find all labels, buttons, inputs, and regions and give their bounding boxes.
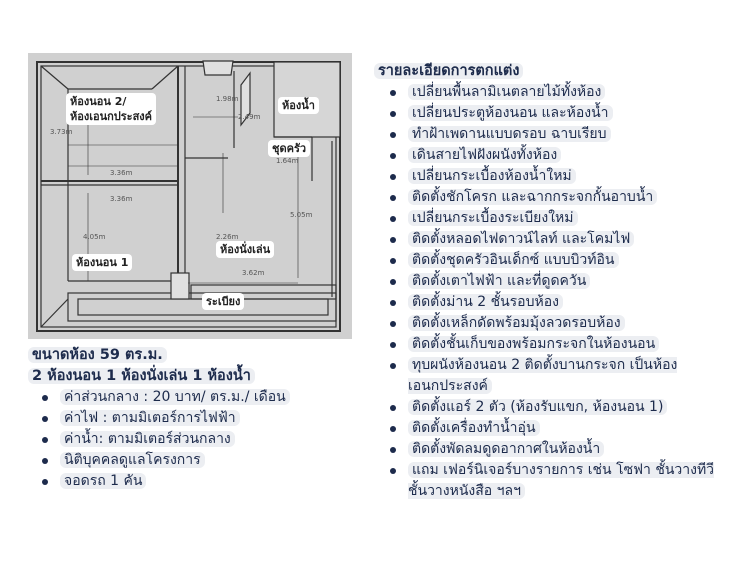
list-item: ทุบผนังห้องนอน 2 ติดตั้งบานกระจก เป็นห้อ… (384, 355, 729, 397)
room-label-bedroom2: ห้องนอน 2/ ห้องเอนกประสงค์ (66, 93, 157, 125)
list-item: นิติบุคคลดูแลโครงการ (36, 450, 366, 471)
list-item-text: เดินสายไฟฝังผนังทั้งห้อง (408, 147, 562, 163)
list-item-text: เปลี่ยนพื้นลามิเนตลายไม้ทั้งห้อง (408, 84, 606, 100)
list-item-text: จอดรถ 1 คัน (60, 473, 147, 489)
list-item: จอดรถ 1 คัน (36, 471, 366, 492)
list-item-text: เปลี่ยนกระเบื้องห้องน้ำใหม่ (408, 168, 576, 184)
dimension-label: 4.05m (83, 233, 106, 241)
list-item-text: ติดตั้งชุดครัวอินเด็กซ์ แบบบิวท์อิน (408, 252, 619, 268)
list-item-text: ติดตั้งเครื่องทำน้ำอุ่น (408, 420, 540, 436)
list-item-text: แถม เฟอร์นิเจอร์บางรายการ เช่น โซฟา ชั้น… (408, 462, 715, 499)
list-item: ติดตั้งชั้นเก็บของพร้อมกระจกในห้องนอน (384, 334, 729, 355)
list-item: แถม เฟอร์นิเจอร์บางรายการ เช่น โซฟา ชั้น… (384, 460, 729, 502)
list-item-text: ติดตั้งชั้นเก็บของพร้อมกระจกในห้องนอน (408, 336, 660, 352)
list-item: ติดตั้งพัดลมดูดอากาศในห้องน้ำ (384, 439, 729, 460)
list-item: ติดตั้งเตาไฟฟ้า และที่ดูดควัน (384, 271, 729, 292)
room-size-heading: ขนาดห้อง 59 ตร.ม. (28, 345, 167, 366)
list-item-text: ติดตั้งพัดลมดูดอากาศในห้องน้ำ (408, 441, 605, 457)
room-count-heading: 2 ห้องนอน 1 ห้องนั่งเล่น 1 ห้องน้ำ (28, 366, 255, 387)
room-label-living: ห้องนั่งเล่น (216, 241, 275, 258)
floor-plan: 1.98m 2.49m 1.64m 3.73m 3.36m 3.36m 4.05… (28, 53, 352, 339)
list-item: ติดตั้งหลอดไฟดาวน์ไลท์ และโคมไฟ (384, 229, 729, 250)
list-item: ติดตั้งแอร์ 2 ตัว (ห้องรับแขก, ห้องนอน 1… (384, 397, 729, 418)
list-item: เดินสายไฟฝังผนังทั้งห้อง (384, 145, 729, 166)
list-item: ค่าไฟ : ตามมิเตอร์การไฟฟ้า (36, 408, 366, 429)
list-item-text: ติดตั้งม่าน 2 ชั้นรอบห้อง (408, 294, 563, 310)
list-item-text: นิติบุคคลดูแลโครงการ (60, 452, 205, 468)
dimension-label: 3.73m (50, 128, 73, 136)
list-item-text: ทำฝ้าเพดานแบบดรอบ ฉาบเรียบ (408, 126, 611, 142)
list-item-text: ติดตั้งชักโครก และฉากกระจกกั้นอาบน้ำ (408, 189, 658, 205)
dimension-label: 3.36m (110, 169, 133, 177)
dimension-label: 2.49m (238, 113, 261, 121)
list-item: ติดตั้งชุดครัวอินเด็กซ์ แบบบิวท์อิน (384, 250, 729, 271)
list-item: ติดตั้งม่าน 2 ชั้นรอบห้อง (384, 292, 729, 313)
list-item: ติดตั้งเครื่องทำน้ำอุ่น (384, 418, 729, 439)
decoration-heading: รายละเอียดการตกแต่ง (374, 61, 524, 82)
dimension-label: 3.62m (242, 269, 265, 277)
dimension-label: 3.36m (110, 195, 133, 203)
list-item-text: เปลี่ยนประตูห้องนอน และห้องน้ำ (408, 105, 613, 121)
list-item: เปลี่ยนพื้นลามิเนตลายไม้ทั้งห้อง (384, 82, 729, 103)
room-label-bedroom1: ห้องนอน 1 (72, 254, 133, 271)
list-item-text: ติดตั้งแอร์ 2 ตัว (ห้องรับแขก, ห้องนอน 1… (408, 399, 668, 415)
list-item-text: ค่าไฟ : ตามมิเตอร์การไฟฟ้า (60, 410, 240, 426)
dimension-label: 1.64m (276, 157, 299, 165)
list-item-text: ติดตั้งเหล็กดัดพร้อมมุ้งลวดรอบห้อง (408, 315, 625, 331)
list-item-text: ค่าส่วนกลาง : 20 บาท/ ตร.ม./ เดือน (60, 389, 290, 405)
list-item-text: เปลี่ยนกระเบื้องระเบียงใหม่ (408, 210, 578, 226)
list-item-text: ติดตั้งหลอดไฟดาวน์ไลท์ และโคมไฟ (408, 231, 635, 247)
decoration-list: เปลี่ยนพื้นลามิเนตลายไม้ทั้งห้องเปลี่ยนป… (384, 82, 729, 502)
list-item: ทำฝ้าเพดานแบบดรอบ ฉาบเรียบ (384, 124, 729, 145)
list-item-text: ติดตั้งเตาไฟฟ้า และที่ดูดควัน (408, 273, 591, 289)
list-item: เปลี่ยนประตูห้องนอน และห้องน้ำ (384, 103, 729, 124)
list-item: ค่าน้ำ: ตามมิเตอร์ส่วนกลาง (36, 429, 366, 450)
list-item-text: ค่าน้ำ: ตามมิเตอร์ส่วนกลาง (60, 431, 235, 447)
list-item: ติดตั้งเหล็กดัดพร้อมมุ้งลวดรอบห้อง (384, 313, 729, 334)
room-label-kitchen: ชุดครัว (268, 140, 311, 157)
list-item: ติดตั้งชักโครก และฉากกระจกกั้นอาบน้ำ (384, 187, 729, 208)
fees-list: ค่าส่วนกลาง : 20 บาท/ ตร.ม./ เดือนค่าไฟ … (36, 387, 366, 492)
list-item: ค่าส่วนกลาง : 20 บาท/ ตร.ม./ เดือน (36, 387, 366, 408)
list-item: เปลี่ยนกระเบื้องห้องน้ำใหม่ (384, 166, 729, 187)
list-item: เปลี่ยนกระเบื้องระเบียงใหม่ (384, 208, 729, 229)
dimension-label: 1.98m (216, 95, 239, 103)
dimension-label: 2.26m (216, 233, 239, 241)
dimension-label: 5.05m (290, 211, 313, 219)
room-label-balcony: ระเบียง (202, 293, 245, 310)
room-label-bathroom: ห้องน้ำ (278, 97, 319, 114)
list-item-text: ทุบผนังห้องนอน 2 ติดตั้งบานกระจก เป็นห้อ… (408, 357, 678, 394)
